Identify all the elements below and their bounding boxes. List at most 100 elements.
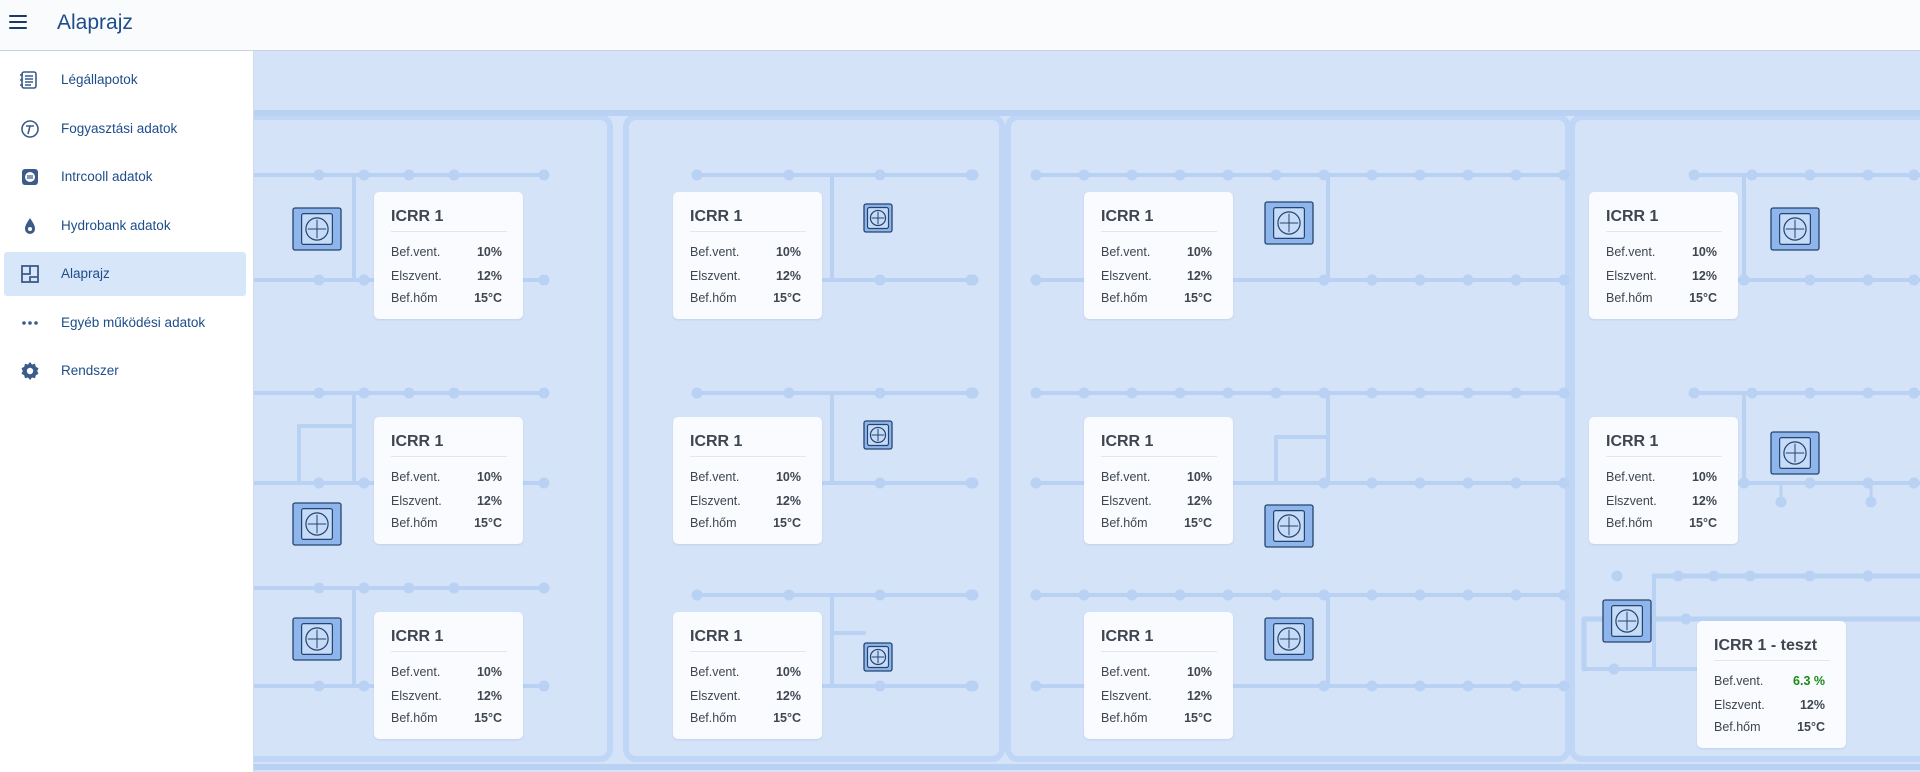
bef-hom-value: 15°C <box>773 291 801 305</box>
sidebar-item-intercool[interactable]: Intrcooll adatok <box>4 155 246 199</box>
sidebar-item-label: Hydrobank adatok <box>61 217 171 233</box>
elsz-vent-value: 12% <box>476 269 502 283</box>
card-divider <box>391 651 507 652</box>
ventilation-unit-10[interactable] <box>1770 207 1820 251</box>
ventilation-unit-1[interactable] <box>292 207 342 251</box>
elsz-vent-value: 12% <box>1186 689 1212 703</box>
bef-vent-value: 6.3 % <box>1793 674 1825 688</box>
ventilation-unit-icon <box>863 203 893 233</box>
bef-hom-value: 15°C <box>474 291 502 305</box>
card-title: ICRR 1 <box>1606 433 1659 450</box>
card-title: ICRR 1 <box>690 208 743 225</box>
ventilation-unit-6[interactable] <box>863 642 893 672</box>
ventilation-unit-icon <box>292 502 342 546</box>
air-state-icon <box>19 69 41 91</box>
card-title: ICRR 1 <box>690 433 743 450</box>
sidebar-item-air-state[interactable]: Légállapotok <box>4 58 246 102</box>
hamburger-icon[interactable] <box>6 10 30 34</box>
bef-vent-value: 10% <box>775 665 801 679</box>
bef-hom-value: 15°C <box>474 516 502 530</box>
sidebar-item-floor-plan[interactable]: Alaprajz <box>4 252 246 296</box>
bef-hom-label: Bef.hőm <box>391 516 438 530</box>
elsz-vent-label: Elszvent. <box>690 494 741 508</box>
ventilation-unit-12[interactable] <box>1602 599 1652 643</box>
card-divider <box>391 231 507 232</box>
bef-hom-label: Bef.hőm <box>690 711 737 725</box>
elsz-vent-label: Elszvent. <box>391 269 442 283</box>
bef-vent-value: 10% <box>476 665 502 679</box>
bef-hom-label: Bef.hőm <box>391 291 438 305</box>
bef-hom-value: 15°C <box>1689 291 1717 305</box>
card-title: ICRR 1 <box>1101 433 1154 450</box>
bef-vent-label: Bef.vent. <box>1101 665 1151 679</box>
bef-vent-label: Bef.vent. <box>391 470 441 484</box>
ventilation-unit-5[interactable] <box>863 420 893 450</box>
elsz-vent-label: Elszvent. <box>690 689 741 703</box>
ventilation-unit-2[interactable] <box>292 502 342 546</box>
bef-hom-value: 15°C <box>1184 711 1212 725</box>
elsz-vent-label: Elszvent. <box>1606 269 1657 283</box>
card-title: ICRR 1 <box>690 628 743 645</box>
ventilation-unit-icon <box>863 420 893 450</box>
ventilation-unit-11[interactable] <box>1770 431 1820 475</box>
elsz-vent-value: 12% <box>476 494 502 508</box>
ventilation-unit-icon <box>1264 617 1314 661</box>
elsz-vent-value: 12% <box>1691 269 1717 283</box>
intercool-icon <box>19 166 41 188</box>
floor-plan-icon <box>19 263 41 285</box>
bef-hom-label: Bef.hőm <box>391 711 438 725</box>
bef-hom-label: Bef.hőm <box>690 516 737 530</box>
bef-hom-label: Bef.hőm <box>1606 291 1653 305</box>
sidebar-item-gear[interactable]: Rendszer <box>4 349 246 393</box>
card-divider <box>690 651 806 652</box>
bef-hom-value: 15°C <box>1184 516 1212 530</box>
more-dots-icon <box>19 312 41 334</box>
sidebar-item-label: Fogyasztási adatok <box>61 120 178 136</box>
ventilation-unit-7[interactable] <box>1264 201 1314 245</box>
ventilation-unit-3[interactable] <box>292 617 342 661</box>
bef-hom-value: 15°C <box>1689 516 1717 530</box>
elsz-vent-value: 12% <box>775 494 801 508</box>
ventilation-unit-icon <box>292 207 342 251</box>
elsz-vent-label: Elszvent. <box>690 269 741 283</box>
ventilation-unit-8[interactable] <box>1264 504 1314 548</box>
card-divider <box>1606 456 1722 457</box>
sidebar-item-consumption[interactable]: Fogyasztási adatok <box>4 107 246 151</box>
sidebar-item-water-drop[interactable]: Hydrobank adatok <box>4 204 246 248</box>
card-title: ICRR 1 <box>1606 208 1659 225</box>
bef-vent-label: Bef.vent. <box>1606 245 1656 259</box>
ventilation-unit-icon <box>1770 431 1820 475</box>
elsz-vent-value: 12% <box>1799 698 1825 712</box>
card-title: ICRR 1 <box>1101 628 1154 645</box>
sidebar-item-more-dots[interactable]: Egyéb működési adatok <box>4 301 246 345</box>
ventilation-unit-4[interactable] <box>863 203 893 233</box>
consumption-icon <box>19 118 41 140</box>
card-title: ICRR 1 <box>1101 208 1154 225</box>
card-divider <box>690 231 806 232</box>
ventilation-unit-9[interactable] <box>1264 617 1314 661</box>
bef-vent-value: 10% <box>1186 470 1212 484</box>
bef-vent-label: Bef.vent. <box>391 665 441 679</box>
elsz-vent-value: 12% <box>775 269 801 283</box>
bef-hom-value: 15°C <box>1797 720 1825 734</box>
bef-hom-value: 15°C <box>773 516 801 530</box>
bef-hom-value: 15°C <box>773 711 801 725</box>
bef-vent-value: 10% <box>775 245 801 259</box>
card-divider <box>391 456 507 457</box>
elsz-vent-label: Elszvent. <box>1606 494 1657 508</box>
water-drop-icon <box>19 215 41 237</box>
